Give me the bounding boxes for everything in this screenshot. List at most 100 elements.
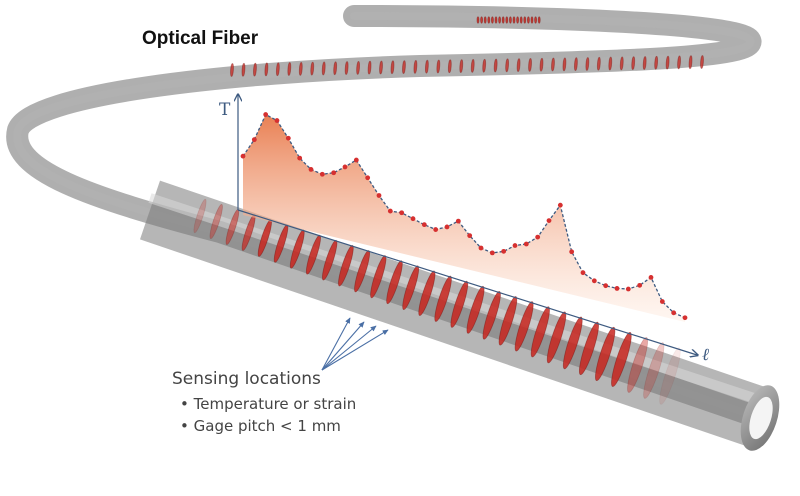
grating-ring (476, 16, 480, 24)
grating-ring (459, 59, 464, 73)
y-axis-label: T (219, 100, 231, 120)
fiber-end-cap (740, 385, 780, 451)
profile-point (285, 135, 291, 141)
pointer-arrow (321, 329, 389, 371)
profile-point (659, 299, 665, 304)
fiber-title: Optical Fiber (142, 28, 259, 49)
profile-curve (242, 113, 686, 319)
x-axis-label: ℓ (702, 345, 710, 365)
profile-point (365, 175, 371, 181)
grating-ring (677, 55, 681, 70)
grating-ring (498, 296, 518, 346)
profile-point (671, 310, 677, 316)
grating-ring (585, 57, 590, 71)
grating-ring (508, 16, 512, 24)
grating-ring (418, 270, 436, 316)
profile-point (682, 315, 688, 321)
grating-ring (578, 321, 599, 376)
grating-ring (482, 291, 501, 340)
grating-ring (483, 16, 487, 24)
sensing-pointers (321, 317, 389, 371)
pointer-arrow (321, 325, 377, 371)
pointer-arrow (321, 317, 351, 371)
grating-ring (659, 347, 681, 405)
grating-ring (505, 58, 509, 73)
grating-ring (264, 62, 269, 77)
profile-point (478, 245, 484, 251)
profile-point (387, 208, 393, 214)
grating-ring (289, 229, 305, 269)
profile-point (546, 218, 552, 223)
sensing-bullets: Temperature or strain Gage pitch < 1 mm (180, 393, 357, 437)
sensing-locations-label: Sensing locations (172, 369, 321, 389)
grating-ring (654, 55, 659, 70)
grating-ring (367, 60, 372, 75)
grating-ring (514, 301, 534, 352)
grating-ring (498, 16, 502, 24)
grating-ring (450, 280, 469, 328)
grating-ring (595, 326, 616, 382)
profile-point (376, 193, 382, 198)
grating-ring (534, 16, 537, 24)
profile-point (648, 274, 654, 280)
profile-point (342, 164, 348, 170)
grating-ring (490, 16, 494, 24)
profile-point (297, 155, 303, 161)
profile-point (580, 270, 586, 276)
grating-ring (539, 57, 544, 72)
grating-ring (530, 306, 550, 358)
grating-ring (482, 58, 487, 73)
profile-point (467, 233, 473, 239)
grating-ring (505, 16, 509, 24)
profile-point (591, 278, 597, 284)
grating-ring (608, 56, 613, 71)
grating-ring (425, 59, 429, 74)
profile-point (433, 227, 439, 232)
profile-point (263, 112, 269, 117)
grating-ring (516, 16, 519, 24)
grating-ring (310, 61, 315, 76)
grating-ring (344, 61, 349, 75)
grating-ring (627, 337, 649, 393)
profile-point (489, 250, 495, 256)
profile-points (240, 112, 688, 321)
profile-point (240, 153, 246, 159)
grating-ring (402, 60, 406, 74)
grating-ring (700, 55, 704, 69)
grating-ring (193, 198, 207, 234)
x-axis (237, 209, 697, 355)
grating-ring (688, 55, 693, 70)
profile-point (421, 222, 427, 228)
grating-ring (527, 16, 530, 24)
grating-ring (434, 275, 452, 322)
grating-ring (386, 260, 403, 305)
profile-point (455, 218, 461, 224)
profile-point (274, 118, 280, 123)
grating-ring (631, 56, 636, 71)
grating-ring (501, 16, 505, 24)
profile-point (319, 171, 325, 177)
grating-ring (379, 60, 383, 75)
grating-ring (494, 16, 498, 24)
grating-ring (402, 265, 420, 311)
profile-point (308, 167, 314, 172)
bullet-item: Temperature or strain (180, 393, 357, 415)
profile-point (557, 202, 563, 208)
grating-ring (305, 234, 321, 275)
grating-ring (493, 58, 498, 73)
profile-point (353, 157, 359, 163)
profile-point (569, 249, 575, 255)
profile-point (614, 286, 620, 291)
grating-ring (551, 57, 555, 72)
grating-ring (546, 311, 567, 364)
grating-ring (253, 62, 257, 77)
grating-ring (562, 316, 583, 370)
profile-point (251, 137, 257, 143)
grating-ring (466, 285, 485, 334)
grating-ring (619, 56, 624, 71)
temperature-profile-chart (238, 95, 697, 355)
grating-ring (530, 16, 534, 24)
profile-point (444, 224, 450, 230)
grating-ring (230, 63, 234, 77)
